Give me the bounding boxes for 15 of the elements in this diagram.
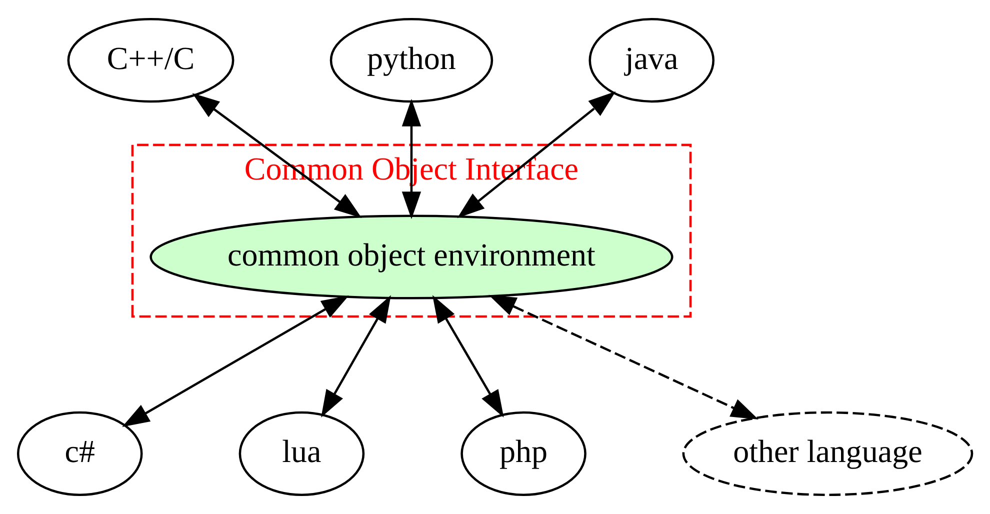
node-ellipse: c# (16, 411, 143, 496)
node-ellipse: lua (238, 411, 365, 496)
node-ellipse: python (330, 18, 494, 103)
node-ellipse: common object environment (150, 214, 674, 300)
arrow (432, 295, 504, 418)
node-ellipse: php (460, 411, 586, 496)
arrow (488, 294, 758, 420)
node-ellipse: other language (682, 411, 974, 496)
arrow (457, 91, 616, 218)
arrow (402, 98, 422, 220)
arrow (321, 295, 391, 418)
arrow (192, 93, 362, 218)
arrow (122, 296, 349, 427)
node-ellipse: C++/C (67, 18, 234, 103)
node-ellipse: java (588, 18, 714, 103)
